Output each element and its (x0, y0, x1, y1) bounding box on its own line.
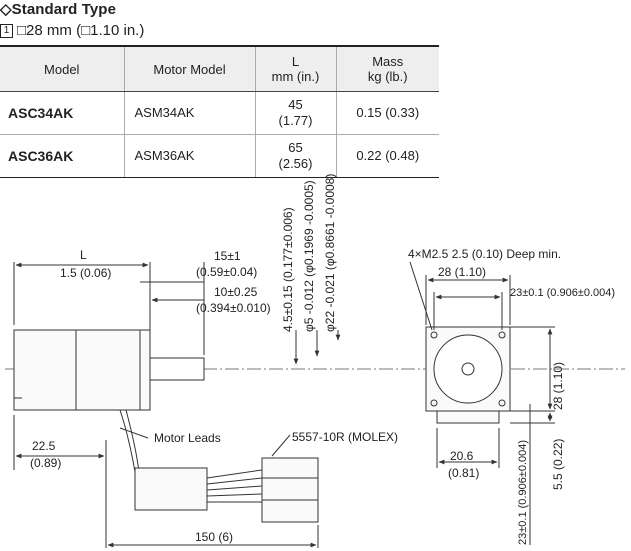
dim-flat-length-in: (0.394±0.010) (196, 301, 271, 315)
motor-shaft (149, 357, 205, 381)
dim-lead-length: 150 (6) (195, 530, 233, 544)
spec-table: Model Motor Model L mm (in.) Mass kg (lb… (0, 45, 439, 178)
frame-size-label: □28 mm (□1.10 in.) (17, 22, 145, 39)
dim-flat-length: 10±0.25 (214, 285, 258, 299)
dim-frame-height: 28 (1.10) (551, 362, 565, 410)
dim-lead-exit-height: 5.5 (0.22) (551, 439, 565, 490)
dim-length-label: L (80, 248, 87, 262)
dim-lead-position: 22.5 (32, 439, 56, 453)
dim-shaft-length-in: (0.59±0.04) (196, 265, 257, 279)
table-header-row: Model Motor Model L mm (in.) Mass kg (lb… (0, 45, 439, 92)
header-motor-model: Motor Model (123, 45, 255, 92)
section-heading: ◇Standard Type (0, 1, 117, 18)
dim-pilot-diameter: φ22 -0.021 (φ0.8661 -0.0008) (323, 174, 337, 332)
connector-shape (261, 457, 319, 523)
header-length: L mm (in.) (254, 45, 336, 92)
dim-shaft-diameter: φ5 -0.012 (φ0.1969 -0.0005) (302, 180, 316, 332)
table-row: ASC36AK ASM36AK 65 (2.56) 0.22 (0.48) (0, 134, 439, 178)
cell-mass: 0.22 (0.48) (335, 134, 439, 178)
dim-hole-pitch: 23±0.1 (0.906±0.004) (510, 287, 615, 299)
lead-relay-box (134, 467, 208, 511)
motor-leads-label: Motor Leads (154, 431, 221, 445)
dim-hole-pitch-vertical: 23±0.1 (0.906±0.004) (517, 440, 529, 545)
dim-lead-exit-width: 20.6 (450, 449, 474, 463)
motor-body (13, 329, 151, 411)
table-row: ASC34AK ASM34AK 45 (1.77) 0.15 (0.33) (0, 91, 439, 135)
dim-flat-depth: 4.5±0.15 (0.177±0.006) (281, 207, 295, 332)
cell-motor-model: ASM34AK (123, 91, 255, 135)
cell-model: ASC36AK (0, 134, 124, 178)
mounting-hole-note: 4×M2.5 2.5 (0.10) Deep min. (408, 247, 561, 261)
dim-lead-exit-width-in: (0.81) (448, 466, 479, 480)
cell-model: ASC34AK (0, 91, 124, 135)
index-box: 1 (0, 23, 13, 38)
dim-lead-position-in: (0.89) (30, 456, 61, 470)
cell-motor-model: ASM36AK (123, 134, 255, 178)
dim-frame-width: 28 (1.10) (438, 265, 486, 279)
size-subheading: 1 □28 mm (□1.10 in.) (0, 22, 144, 39)
cell-length: 45 (1.77) (254, 91, 336, 135)
cell-length: 65 (2.56) (254, 134, 336, 178)
cell-mass: 0.15 (0.33) (335, 91, 439, 135)
header-mass: Mass kg (lb.) (335, 45, 439, 92)
dim-shaft-length: 15±1 (214, 249, 241, 263)
dim-flange-thickness: 1.5 (0.06) (60, 266, 111, 280)
header-model: Model (0, 45, 124, 92)
connector-label: 5557-10R (MOLEX) (292, 430, 398, 444)
